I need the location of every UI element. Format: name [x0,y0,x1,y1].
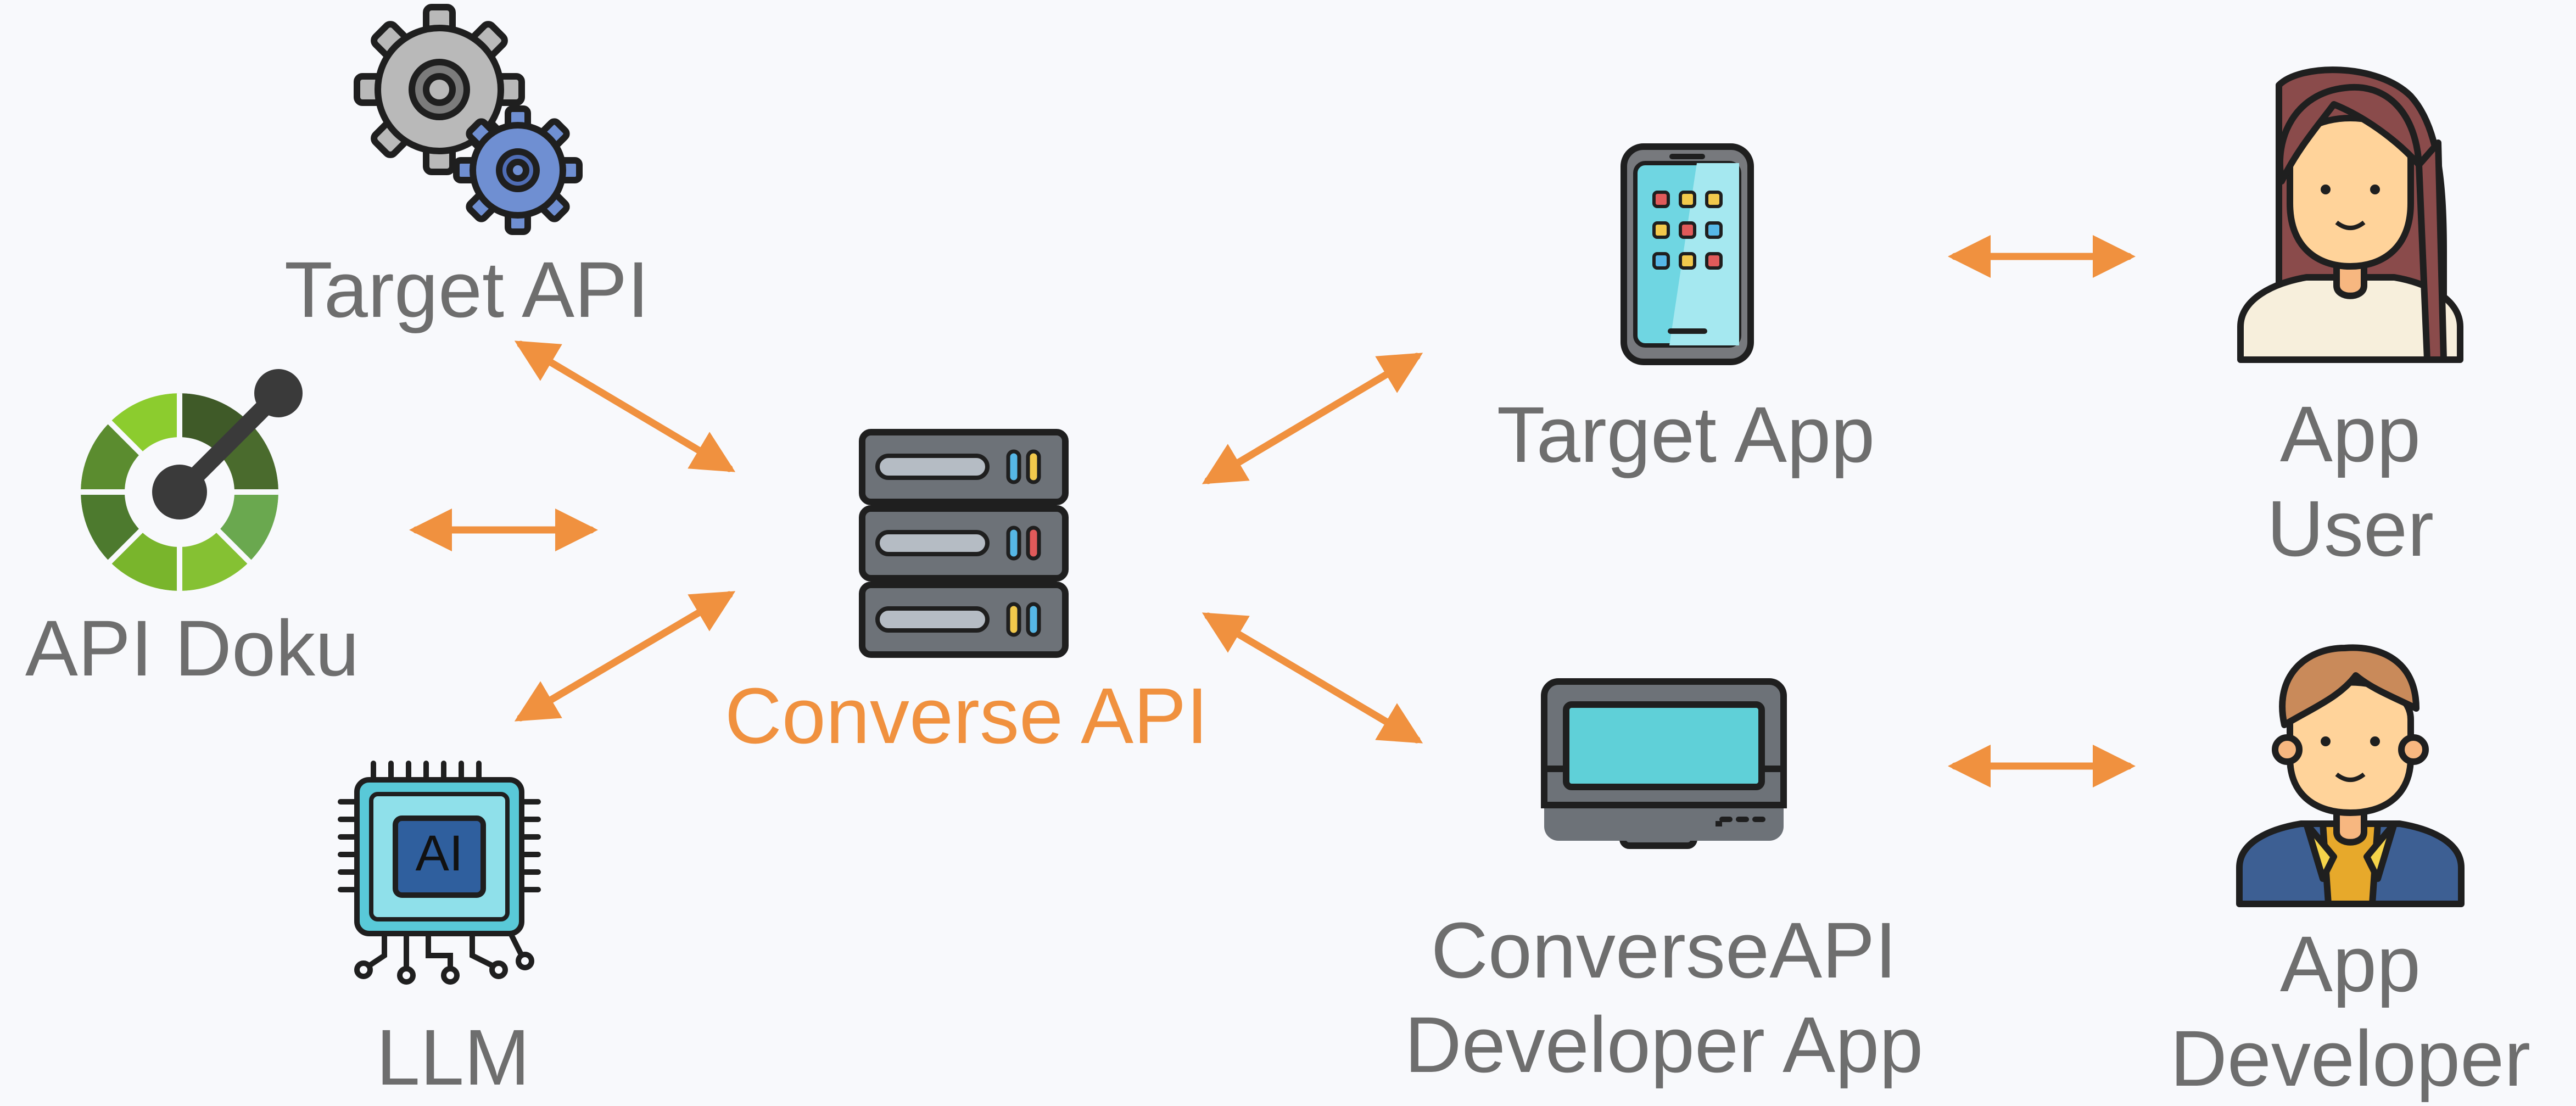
llm-label: LLM [275,1010,632,1105]
arrow-converse-target-app [1202,353,1423,484]
developer-app-label-line2: Developer App [1404,1001,1924,1089]
converse-api-label-text: Converse API [724,672,1209,760]
target-app-label-text: Target App [1496,390,1875,479]
developer-app-label-line1: ConverseAPI [1431,906,1897,995]
app-user-label: App User [2158,387,2543,576]
api-doku-label: API Doku [0,601,384,696]
woman-avatar-icon [2237,66,2463,363]
smartphone-icon [1621,143,1754,365]
app-developer-label: App Developer [2147,917,2553,1106]
target-api-label-text: Target API [284,245,650,334]
target-api-label: Target API [247,243,686,337]
ai-chip-icon [338,761,541,985]
app-user-label-line2: User [2266,484,2434,573]
app-developer-label-line1: App [2279,920,2421,1008]
gears-icon [354,4,583,235]
developer-app-label: ConverseAPI Developer App [1362,903,1966,1092]
app-developer-label-line2: Developer [2170,1014,2531,1103]
man-avatar-icon [2236,644,2465,907]
arrow-converse-target-api [514,340,736,472]
api-doku-label-text: API Doku [25,604,360,692]
openapi-logo-icon [81,369,303,591]
monitor-icon [1541,678,1787,849]
server-rack-icon [859,429,1069,658]
ai-chip-text: AI [416,825,463,881]
arrow-converse-developer-app [1202,612,1423,744]
llm-label-text: LLM [376,1013,530,1102]
arrow-converse-llm [514,591,736,722]
converse-api-label: Converse API [686,669,1247,763]
app-user-label-line1: App [2279,390,2421,478]
target-app-label: Target App [1444,388,1927,482]
